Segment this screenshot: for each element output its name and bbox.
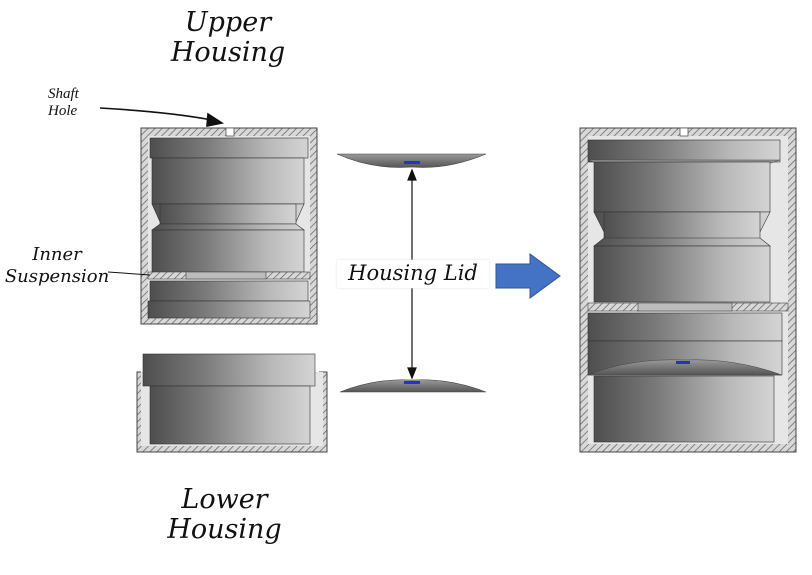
upper-lid bbox=[336, 153, 487, 168]
lid-double-arrow bbox=[407, 168, 417, 380]
upper-housing-label: Upper Housing bbox=[170, 7, 286, 69]
inner-suspension-leader bbox=[107, 271, 151, 276]
shaft-hole-label: Shaft Hole bbox=[48, 86, 79, 120]
upper-housing bbox=[140, 127, 318, 325]
assembled-housing bbox=[579, 127, 797, 453]
inner-suspension-label: Inner Suspension bbox=[4, 244, 110, 287]
assembly-arrow bbox=[495, 253, 561, 299]
housing-lid-callout: Housing Lid bbox=[337, 260, 489, 288]
lower-lid bbox=[339, 379, 487, 393]
housing-lid-label: Housing Lid bbox=[348, 261, 478, 285]
lower-housing-label: Lower Housing bbox=[167, 484, 282, 546]
shaft-hole-leader bbox=[99, 107, 225, 127]
lower-housing bbox=[136, 352, 328, 453]
